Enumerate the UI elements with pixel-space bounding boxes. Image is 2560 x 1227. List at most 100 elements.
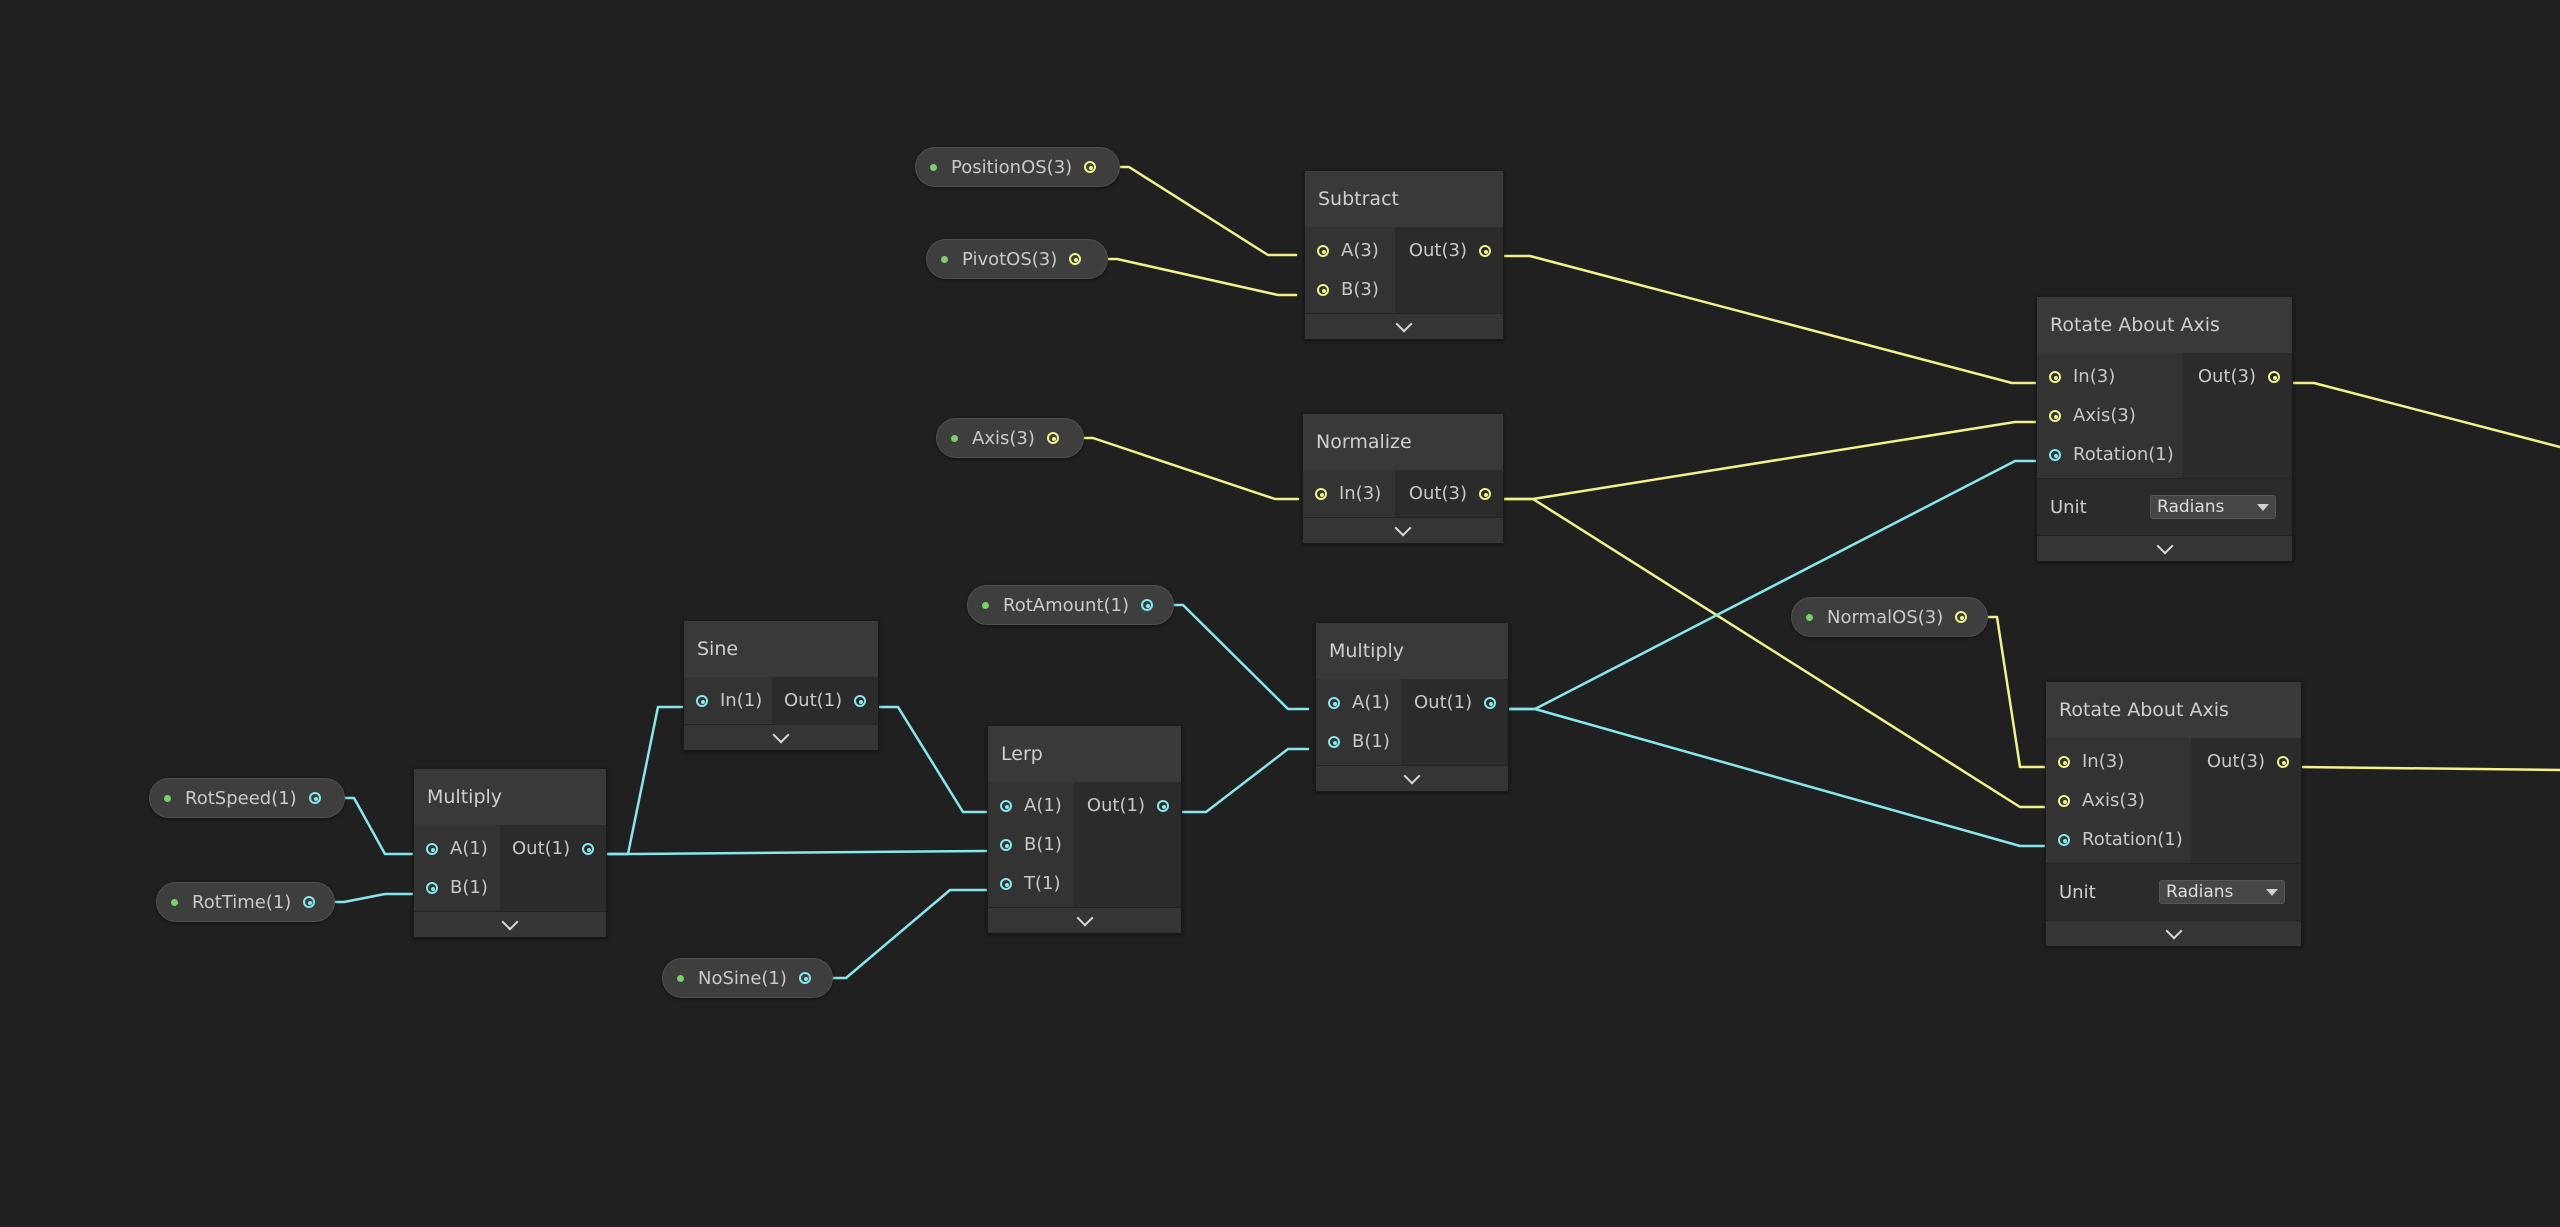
property-rotamount[interactable]: RotAmount(1) [967, 585, 1174, 625]
output-port-out[interactable]: Out(1) [1074, 786, 1181, 825]
node-title[interactable]: Rotate About Axis [2046, 682, 2301, 738]
normalize-node[interactable]: Normalize In(3) Out(3) [1302, 413, 1504, 544]
unit-dropdown[interactable]: Radians [2150, 495, 2276, 519]
output-port-out[interactable]: Out(1) [500, 829, 606, 868]
input-port-dot[interactable] [2049, 448, 2061, 461]
input-port-b[interactable]: B(3) [1305, 270, 1395, 309]
expand-toggle[interactable] [1305, 313, 1503, 339]
output-port[interactable] [798, 972, 811, 984]
node-title[interactable]: Multiply [414, 769, 606, 825]
multiply-mid-node[interactable]: Multiply A(1) B(1) Out(1) [1315, 622, 1509, 792]
input-port-dot[interactable] [2058, 794, 2070, 807]
input-port-dot[interactable] [1000, 877, 1012, 890]
output-port[interactable] [1141, 599, 1153, 611]
subtract-node[interactable]: Subtract A(3) B(3) Out(3) [1304, 170, 1504, 340]
property-rotspeed[interactable]: RotSpeed(1) [149, 778, 345, 818]
input-port-b[interactable]: B(1) [1316, 722, 1402, 761]
node-title[interactable]: Subtract [1305, 171, 1503, 227]
property-normalos[interactable]: NormalOS(3) [1791, 597, 1988, 637]
property-axis[interactable]: Axis(3) [936, 418, 1084, 458]
input-port-dot[interactable] [426, 842, 438, 855]
output-port-out[interactable]: Out(3) [1395, 474, 1503, 513]
output-port-dot[interactable] [2268, 370, 2280, 383]
input-port-a[interactable]: A(3) [1305, 231, 1395, 270]
property-label: PivotOS(3) [962, 248, 1058, 270]
output-port-dot[interactable] [1479, 244, 1491, 257]
input-port-dot[interactable] [696, 694, 708, 707]
input-port-dot[interactable] [2049, 409, 2061, 422]
input-port-a[interactable]: A(1) [414, 829, 500, 868]
input-port-dot[interactable] [1315, 487, 1327, 500]
input-port-rotation[interactable]: Rotation(1) [2037, 435, 2182, 474]
expand-toggle[interactable] [1303, 517, 1503, 543]
expand-toggle[interactable] [1316, 765, 1508, 791]
node-title[interactable]: Normalize [1303, 414, 1503, 470]
input-port-b[interactable]: B(1) [414, 868, 500, 907]
expand-toggle[interactable] [2037, 535, 2292, 561]
expand-toggle[interactable] [2046, 920, 2301, 946]
rotate-about-axis-top-node[interactable]: Rotate About Axis In(3) Axis(3) Rotation… [2036, 296, 2293, 562]
output-port-dot[interactable] [1479, 487, 1491, 500]
input-port-dot[interactable] [2058, 755, 2070, 768]
input-port-dot[interactable] [1000, 799, 1012, 812]
expand-toggle[interactable] [414, 911, 606, 937]
output-port-dot[interactable] [1484, 696, 1497, 709]
input-port-in[interactable]: In(3) [2046, 742, 2191, 781]
input-port-dot[interactable] [1328, 735, 1340, 748]
input-port-a[interactable]: A(1) [988, 786, 1074, 825]
input-port-dot[interactable] [2058, 833, 2070, 846]
multiply-left-node[interactable]: Multiply A(1) B(1) Out(1) [413, 768, 607, 938]
input-port-b[interactable]: B(1) [988, 825, 1074, 864]
node-title[interactable]: Rotate About Axis [2037, 297, 2292, 353]
input-port-axis[interactable]: Axis(3) [2046, 781, 2191, 820]
input-port-axis[interactable]: Axis(3) [2037, 396, 2182, 435]
property-positionos[interactable]: PositionOS(3) [915, 147, 1120, 187]
node-title[interactable]: Multiply [1316, 623, 1508, 679]
wire-subtract-to-rotate-top-in [1489, 254, 2050, 385]
unit-setting-row: Unit Radians [2046, 863, 2301, 920]
output-port[interactable] [1084, 161, 1097, 173]
input-port-t[interactable]: T(1) [988, 864, 1074, 903]
input-port-rotation[interactable]: Rotation(1) [2046, 820, 2191, 859]
output-port-dot[interactable] [1157, 799, 1169, 812]
input-port-in[interactable]: In(3) [2037, 357, 2182, 396]
input-port-dot[interactable] [426, 881, 438, 894]
sine-node[interactable]: Sine In(1) Out(1) [683, 620, 879, 751]
input-port-a[interactable]: A(1) [1316, 683, 1402, 722]
output-port[interactable] [1955, 611, 1968, 623]
expand-toggle[interactable] [684, 724, 878, 750]
output-port-out[interactable]: Out(3) [2182, 357, 2292, 396]
input-port-in[interactable]: In(3) [1303, 474, 1395, 513]
output-port[interactable] [1069, 253, 1082, 265]
output-port-out[interactable]: Out(3) [1395, 231, 1503, 270]
property-pivotos[interactable]: PivotOS(3) [926, 239, 1108, 279]
node-title[interactable]: Lerp [988, 726, 1181, 782]
expand-toggle[interactable] [988, 907, 1181, 933]
property-label: RotAmount(1) [1003, 594, 1129, 616]
output-port[interactable] [303, 896, 316, 908]
property-label: RotSpeed(1) [185, 787, 297, 809]
output-port-dot[interactable] [582, 842, 595, 855]
input-port-dot[interactable] [1317, 283, 1329, 296]
output-port-dot[interactable] [2277, 755, 2289, 768]
lerp-node[interactable]: Lerp A(1) B(1) T(1) Out(1) [987, 725, 1182, 934]
rotate-about-axis-bottom-node[interactable]: Rotate About Axis In(3) Axis(3) Rotation… [2045, 681, 2302, 947]
property-label: Axis(3) [972, 427, 1035, 449]
output-port-out[interactable]: Out(3) [2191, 742, 2301, 781]
output-port-out[interactable]: Out(1) [1402, 683, 1508, 722]
input-port-in[interactable]: In(1) [684, 681, 772, 720]
output-port[interactable] [308, 792, 321, 804]
property-nosine[interactable]: NoSine(1) [662, 958, 833, 998]
property-rottime[interactable]: RotTime(1) [156, 882, 335, 922]
unit-dropdown[interactable]: Radians [2159, 880, 2285, 904]
node-title[interactable]: Sine [684, 621, 878, 677]
input-port-dot[interactable] [2049, 370, 2061, 383]
output-port-out[interactable]: Out(1) [772, 681, 878, 720]
input-port-dot[interactable] [1328, 696, 1340, 709]
port-label: B(1) [1352, 731, 1390, 752]
output-port-dot[interactable] [854, 694, 867, 707]
input-port-dot[interactable] [1000, 838, 1012, 851]
port-label: B(1) [450, 877, 488, 898]
output-port[interactable] [1046, 432, 1059, 444]
input-port-dot[interactable] [1317, 244, 1329, 257]
